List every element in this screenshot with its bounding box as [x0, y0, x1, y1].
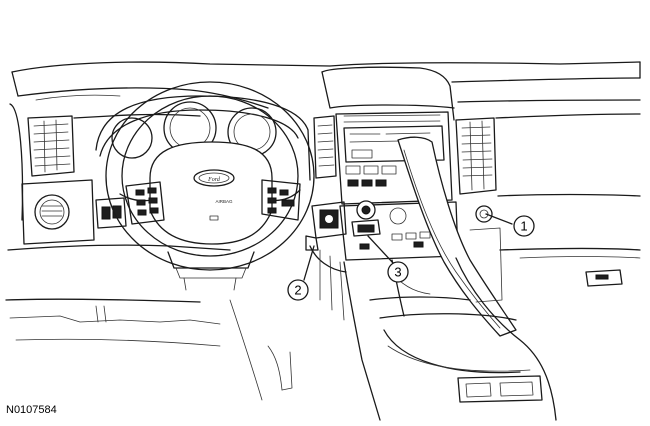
- figure-code-label: N0107584: [6, 404, 57, 416]
- right-air-vent: [455, 117, 497, 195]
- steering-wheel: Ford AIRBAG: [105, 81, 315, 291]
- right-dashboard: [469, 113, 641, 303]
- callout-1-label: 1: [520, 219, 527, 234]
- center-trim-bezel: [397, 136, 517, 337]
- floor-console: [229, 257, 557, 421]
- callout-2: 2: [287, 245, 315, 301]
- ford-logo-text: Ford: [207, 177, 221, 183]
- airbag-badge: AIRBAG: [215, 199, 233, 204]
- left-round-knob: [34, 194, 70, 230]
- callout-1: 1: [485, 213, 535, 237]
- callout-3-label: 3: [394, 265, 401, 280]
- dashboard-top-outline: [11, 61, 641, 109]
- left-air-vent: [27, 115, 75, 177]
- left-panel-structure: [5, 103, 231, 347]
- headlamp-switch: [95, 197, 127, 229]
- callout-2-label: 2: [294, 283, 301, 298]
- ignition-switch-area: [305, 201, 347, 321]
- callout-3: 3: [367, 235, 409, 283]
- center-stack: [313, 66, 455, 205]
